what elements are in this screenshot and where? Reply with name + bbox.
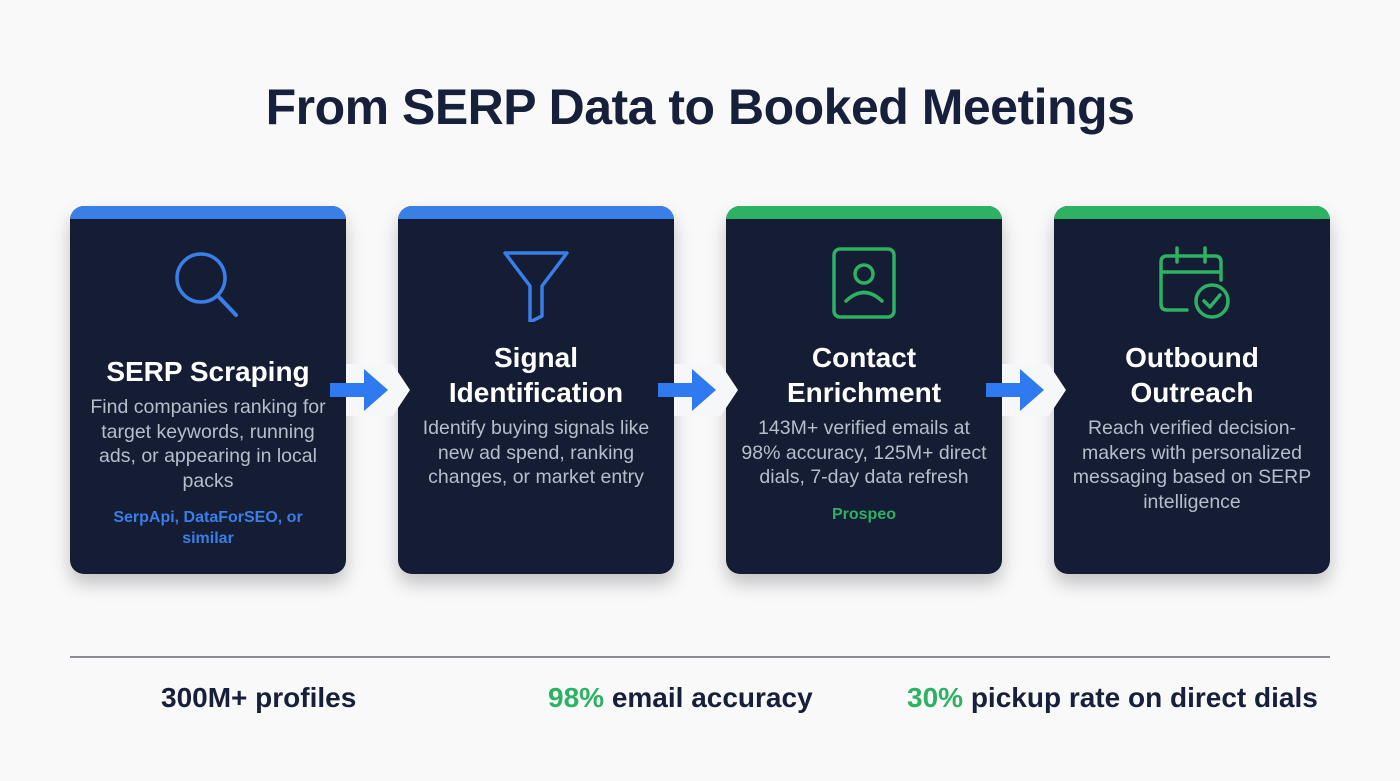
step-card-serp-scraping: SERP Scraping Find companies ranking for…: [70, 206, 346, 574]
card-accent-bar: [1054, 206, 1330, 219]
step-title: SERP Scraping: [106, 356, 310, 387]
arrow-right-icon: [658, 364, 738, 416]
search-icon: [70, 246, 346, 326]
page-title: From SERP Data to Booked Meetings: [265, 79, 1135, 135]
step-card-contact-enrichment: Contact Enrichment 143M+ verified emails…: [726, 206, 1002, 574]
stat-profiles: 300M+ profiles: [161, 682, 357, 713]
step-description: Find companies ranking for target keywor…: [90, 396, 326, 492]
arrow-right-icon: [330, 364, 410, 416]
divider: [70, 656, 1330, 658]
step-card-outbound-outreach: Outbound Outreach Reach verified decisio…: [1054, 206, 1330, 574]
arrow-right-icon: [986, 364, 1066, 416]
stat-pickup-rate: 30% pickup rate on direct dials: [907, 682, 1318, 713]
step-tool: SerpApi, DataForSEO, or similar: [113, 509, 303, 547]
step-description: Identify buying signals like new ad spen…: [422, 417, 650, 488]
step-description: 143M+ verified emails at 98% accuracy, 1…: [741, 417, 987, 488]
step-tool: Prospeo: [831, 505, 896, 523]
step-description: Reach verified decision-makers with pers…: [1072, 417, 1312, 513]
contact-card-icon: [726, 246, 1002, 320]
stat-highlight: 98%: [548, 682, 605, 713]
calendar-check-icon: [1058, 246, 1330, 320]
step-title: Outbound Outreach: [1125, 342, 1259, 408]
stat-email-accuracy: 98% email accuracy: [548, 682, 813, 713]
stat-highlight: 30%: [907, 682, 964, 713]
card-accent-bar: [726, 206, 1002, 219]
step-title: Signal Identification: [448, 342, 624, 408]
card-accent-bar: [398, 206, 674, 219]
step-card-signal-identification: Signal Identification Identify buying si…: [398, 206, 674, 574]
step-title: Contact Enrichment: [786, 342, 942, 408]
card-accent-bar: [70, 206, 346, 219]
funnel-icon: [398, 248, 674, 322]
